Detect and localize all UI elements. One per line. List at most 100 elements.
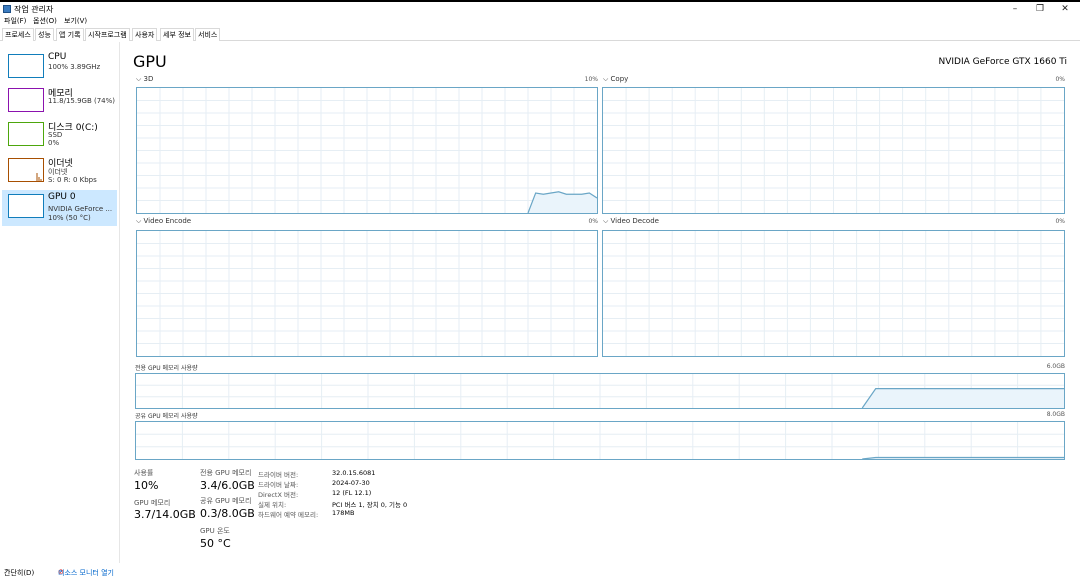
sidebar-item-label: GPU 0 (48, 192, 76, 202)
engine-graph-copy-svg (603, 88, 1064, 213)
footer-bar: ⌃ 간단히(D) ⊘ 리소스 모니터 열기 (0, 566, 1080, 578)
dedicated-memory-graph-svg (136, 374, 1064, 408)
gpu-memory-label: GPU 메모리 (134, 499, 171, 507)
engine-pct-video-encode: 0% (588, 218, 598, 225)
sidebar-item-detail: 100% 3.89GHz (48, 63, 101, 71)
shared-memory-graph (135, 421, 1065, 460)
resource-monitor-icon: ⊘ (58, 568, 64, 576)
engine-name: Video Decode (610, 217, 659, 225)
dedicated-memory-stat-label: 전용 GPU 메모리 (200, 469, 252, 477)
restore-button[interactable]: ❐ (1035, 4, 1045, 14)
engine-graph-3d (136, 87, 598, 214)
reserved-memory-value: 178MB (332, 509, 355, 517)
sidebar-item-detail: NVIDIA GeForce ... (48, 205, 113, 213)
menu-file[interactable]: 파일(F) (4, 17, 27, 25)
tab-details[interactable]: 세부 정보 (160, 28, 194, 41)
tab-app-history[interactable]: 앱 기록 (56, 28, 84, 41)
usage-line (862, 456, 1064, 459)
sidebar-item-detail-2: 10% (50 °C) (48, 214, 91, 222)
engine-name: 3D (143, 75, 154, 83)
directx-version-key: DirectX 버전: (258, 491, 299, 499)
resource-monitor-label: 리소스 모니터 열기 (58, 569, 114, 577)
disk-thumbnail-graph (8, 122, 44, 146)
engine-graph-video-encode (136, 230, 598, 357)
engine-label-3d[interactable]: ⌵ 3D (136, 75, 154, 83)
cpu-thumbnail-graph (8, 54, 44, 78)
shared-memory-stat-value: 0.3/8.0GB (200, 507, 255, 520)
engine-label-video-decode[interactable]: ⌵ Video Decode (603, 217, 659, 225)
usage-line (527, 191, 597, 213)
sidebar-item-detail-2: S: 0 R: 0 Kbps (48, 176, 97, 184)
sidebar-item-detail-2: 0% (48, 139, 60, 147)
dedicated-memory-stat-value: 3.4/6.0GB (200, 479, 255, 492)
engine-pct-3d: 10% (584, 76, 598, 83)
directx-version-value: 12 (FL 12.1) (332, 489, 372, 497)
sidebar-item-detail: 이더넷 (48, 168, 68, 176)
engine-graph-copy (602, 87, 1065, 214)
close-button[interactable]: ✕ (1061, 4, 1069, 14)
driver-date-value: 2024-07-30 (332, 479, 370, 487)
sidebar-item-gpu[interactable]: GPU 0 NVIDIA GeForce ... 10% (50 °C) (2, 190, 117, 226)
engine-graph-3d-svg (137, 88, 597, 213)
gpu-memory-value: 3.7/14.0GB (134, 508, 196, 521)
sidebar-item-memory[interactable]: 메모리 11.8/15.9GB (74%) (2, 84, 117, 120)
driver-version-key: 드라이버 버전: (258, 471, 299, 479)
menu-options[interactable]: 옵션(O) (33, 17, 57, 25)
shared-memory-label: 공유 GPU 메모리 사용량 (135, 413, 198, 420)
engine-pct-video-decode: 0% (1055, 218, 1065, 225)
window-title: 작업 관리자 (14, 5, 54, 14)
engine-graph-video-decode (602, 230, 1065, 357)
gpu-temp-value: 50 °C (200, 537, 231, 550)
usage-line (861, 388, 1064, 408)
menu-view[interactable]: 보기(V) (64, 17, 88, 25)
gpu-model-name: NVIDIA GeForce GTX 1660 Ti (938, 57, 1067, 67)
engine-name: Copy (610, 75, 629, 83)
physical-location-value: PCI 버스 1, 장치 0, 기능 0 (332, 501, 408, 509)
chevron-up-icon: ⌃ (4, 568, 10, 576)
tab-bar: 프로세스 성능 앱 기록 시작프로그램 사용자 세부 정보 서비스 (0, 28, 1080, 41)
engine-pct-copy: 0% (1055, 76, 1065, 83)
brief-details-label: 간단히(D) (4, 569, 35, 577)
sidebar-item-label: 디스크 0(C:) (48, 123, 98, 133)
engine-name: Video Encode (143, 217, 192, 225)
dedicated-memory-graph (135, 373, 1065, 409)
minimize-button[interactable]: – (1012, 4, 1018, 14)
utilization-label: 사용률 (134, 469, 154, 477)
page-title: GPU (133, 52, 167, 71)
engine-label-copy[interactable]: ⌵ Copy (603, 75, 629, 83)
ethernet-thumbnail-graph (8, 158, 44, 182)
sidebar-item-label: CPU (48, 52, 67, 62)
tab-users[interactable]: 사용자 (132, 28, 158, 41)
task-manager-icon (3, 5, 11, 13)
dedicated-memory-label: 전용 GPU 메모리 사용량 (135, 365, 198, 372)
shared-memory-max: 8.0GB (1046, 411, 1065, 418)
sidebar-item-detail: 11.8/15.9GB (74%) (48, 97, 116, 105)
driver-date-key: 드라이버 날짜: (258, 481, 299, 489)
tab-services[interactable]: 서비스 (195, 28, 221, 41)
performance-sidebar: CPU 100% 3.89GHz 메모리 11.8/15.9GB (74%) 디… (0, 42, 120, 563)
tab-processes[interactable]: 프로세스 (2, 28, 34, 41)
memory-thumbnail-graph (8, 88, 44, 112)
sidebar-item-ethernet[interactable]: 이더넷 이더넷 S: 0 R: 0 Kbps (2, 154, 117, 190)
sidebar-item-disk[interactable]: 디스크 0(C:) SSD 0% (2, 118, 117, 154)
shared-memory-stat-label: 공유 GPU 메모리 (200, 497, 252, 505)
physical-location-key: 실제 위치: (258, 501, 287, 509)
sidebar-item-label: 메모리 (48, 89, 73, 99)
tab-performance[interactable]: 성능 (35, 28, 54, 41)
engine-graph-video-encode-svg (137, 231, 597, 356)
sidebar-item-cpu[interactable]: CPU 100% 3.89GHz (2, 50, 117, 86)
driver-version-value: 32.0.15.6081 (332, 469, 376, 477)
usage-area (528, 191, 597, 213)
sidebar-item-detail: SSD (48, 131, 63, 139)
reserved-memory-key: 하드웨어 예약 메모리: (258, 511, 319, 519)
gpu-thumbnail-graph (8, 194, 44, 218)
engine-label-video-encode[interactable]: ⌵ Video Encode (136, 217, 192, 225)
tab-startup[interactable]: 시작프로그램 (85, 28, 130, 41)
engine-graph-video-decode-svg (603, 231, 1064, 356)
gpu-detail-panel: GPU NVIDIA GeForce GTX 1660 Ti ⌵ 3D 10% … (120, 42, 1080, 563)
shared-memory-graph-svg (136, 422, 1064, 459)
gpu-temp-label: GPU 온도 (200, 527, 230, 535)
utilization-value: 10% (134, 479, 159, 492)
dedicated-memory-max: 6.0GB (1046, 363, 1065, 370)
usage-area (862, 388, 1064, 408)
